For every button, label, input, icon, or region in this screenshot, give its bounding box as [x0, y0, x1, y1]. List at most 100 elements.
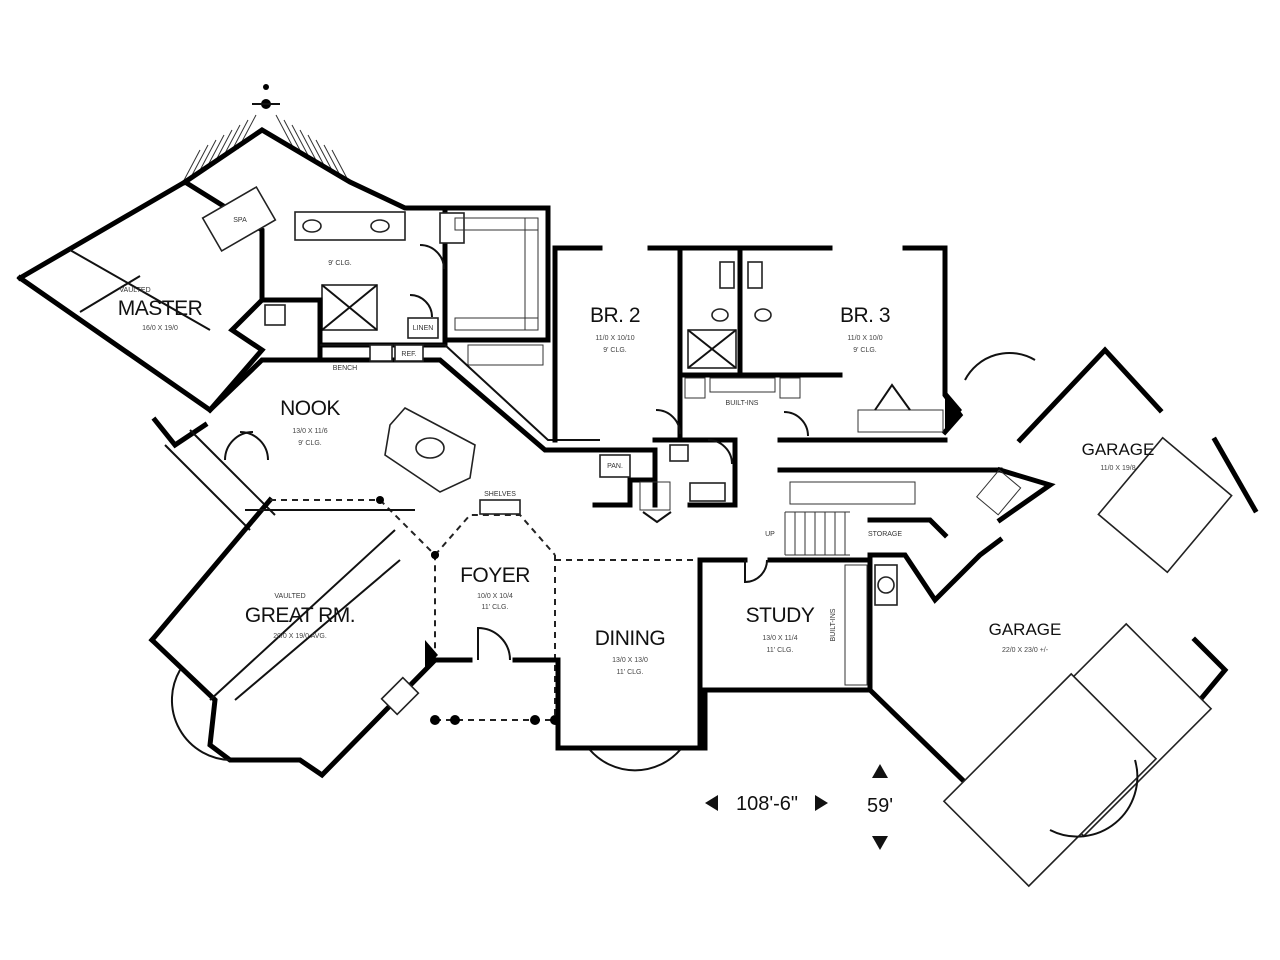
stairs-up-label: UP — [765, 531, 775, 538]
island-sink-icon — [415, 437, 445, 459]
linen-label: LINEN — [413, 325, 434, 332]
storage-shelf — [976, 469, 1022, 516]
master-bath: SPA 9' CLG. LINEN — [181, 127, 465, 348]
br2-ceiling: 9' CLG. — [603, 347, 627, 354]
width-arrow-right-icon — [815, 795, 828, 811]
bay-window-arc — [589, 749, 681, 772]
garage-lower: GARAGE 22/0 X 23/0 +/- — [866, 536, 1229, 888]
br3-room-dims: 11/0 X 10/0 — [847, 335, 882, 342]
pantry-label: PAN. — [607, 463, 623, 470]
door-swing — [707, 439, 733, 465]
door-swing — [239, 431, 269, 461]
sink-icon — [711, 308, 729, 322]
front-door[interactable] — [477, 626, 511, 661]
wall-corner — [425, 640, 438, 668]
shared-bath: BUILT-INS — [677, 245, 843, 437]
door-swing — [744, 559, 768, 584]
great-rm-room-dims: 20/0 X 19/0 AVG. — [273, 633, 327, 640]
nook-kitchen: REF. BENCH NOOK 13/0 X 11/6 9' CLG. — [164, 342, 658, 531]
door-swing — [655, 409, 681, 435]
garage-upper-dims: 11/0 X 19/8 — [1100, 465, 1135, 472]
spa-label: SPA — [233, 217, 247, 224]
master-closet — [151, 304, 286, 449]
walk-in-closet — [442, 205, 551, 366]
great-rm-room-label: GREAT RM. — [245, 604, 355, 627]
great-rm-vaulted-note: VAULTED — [274, 593, 305, 600]
br2-room-dims: 11/0 X 10/10 — [595, 335, 634, 342]
nook-room-label: NOOK — [280, 397, 340, 420]
closet-door-swing — [874, 383, 911, 411]
br3-ceiling: 9' CLG. — [853, 347, 877, 354]
bay-window-arc — [170, 669, 231, 761]
study-ceiling: 11' CLG. — [767, 647, 794, 654]
garage-lower-dims: 22/0 X 23/0 +/- — [1002, 647, 1049, 654]
foyer-room-label: FOYER — [460, 564, 530, 587]
parked-car — [1097, 436, 1233, 574]
master-room-dims: 16/0 X 19/0 — [142, 325, 178, 332]
door-swing — [642, 511, 672, 524]
depth-arrow-up-icon — [872, 764, 888, 778]
bedroom-2: BR. 2 11/0 X 10/10 9' CLG. — [552, 245, 683, 443]
nook-ceiling: 9' CLG. — [298, 440, 322, 447]
shelves-label: SHELVES — [484, 491, 516, 498]
dining-room-label: DINING — [595, 627, 666, 650]
depth-dimension: 59' — [867, 795, 893, 817]
door-swing — [783, 411, 809, 437]
foyer-ceiling: 11' CLG. — [482, 604, 509, 611]
door-swing — [964, 352, 1036, 381]
master-vaulted-note: VAULTED — [119, 287, 150, 294]
water-heater-icon — [877, 576, 895, 594]
toilet-icon — [747, 261, 763, 289]
br2-room-label: BR. 2 — [590, 304, 640, 327]
stairs — [784, 511, 850, 556]
closet-shelf — [264, 304, 286, 326]
overall-dimensions: 108'-6" 59' — [705, 764, 893, 850]
spa-tub — [201, 185, 277, 253]
sink-icon — [689, 482, 726, 502]
width-arrow-left-icon — [705, 795, 718, 811]
foyer: SHELVES FOYER 10/0 X 10/4 11' CLG. — [430, 491, 560, 725]
ref-label: REF. — [401, 351, 416, 358]
nook-room-dims: 13/0 X 11/6 — [292, 428, 327, 435]
sink-icon — [302, 219, 322, 233]
depth-arrow-down-icon — [872, 836, 888, 850]
fireplace-icon — [380, 676, 420, 716]
garage-door-arc — [1049, 759, 1139, 838]
bath-ceiling: 9' CLG. — [328, 260, 352, 267]
door-swing — [419, 244, 445, 270]
sink-icon — [370, 219, 390, 233]
closet-shelf — [857, 409, 944, 433]
wall-corner — [945, 390, 962, 430]
br3-room-label: BR. 3 — [840, 304, 890, 327]
garage-upper-label: GARAGE — [1082, 440, 1155, 459]
dining: DINING 13/0 X 13/0 11' CLG. — [555, 557, 703, 772]
width-dimension: 108'-6" — [736, 793, 798, 815]
door-swing — [224, 431, 254, 461]
refrigerator — [394, 344, 424, 362]
built-ins-label: BUILT-INS — [726, 400, 759, 407]
pantry-powder: PAN. — [592, 437, 738, 524]
dining-ceiling: 11' CLG. — [617, 669, 644, 676]
great-room: VAULTED GREAT RM. 20/0 X 19/0 AVG. — [148, 496, 439, 779]
study: BUILT-INS STUDY 13/0 X 11/4 11' CLG. — [697, 557, 873, 751]
garage-car-bay — [942, 672, 1158, 888]
dishwasher — [369, 344, 393, 362]
foyer-room-dims: 10/0 X 10/4 — [477, 593, 513, 600]
hall-stairs: UP STORAGE — [765, 467, 1003, 556]
linen-shelf — [407, 317, 439, 339]
dining-room-dims: 13/0 X 13/0 — [612, 657, 648, 664]
pantry-shelf — [599, 454, 631, 478]
storage-label: STORAGE — [868, 531, 902, 538]
sink-icon — [754, 308, 772, 322]
bedroom-3: BR. 3 11/0 X 10/0 9' CLG. — [777, 245, 964, 443]
built-in-shelves — [789, 481, 916, 505]
study-built-ins-label: BUILT-INS — [830, 608, 837, 641]
study-built-ins — [844, 564, 868, 686]
study-room-label: STUDY — [746, 604, 815, 627]
bench-label: BENCH — [333, 365, 358, 372]
study-room-dims: 13/0 X 11/4 — [762, 635, 797, 642]
garage-upper: GARAGE 11/0 X 19/8 — [964, 346, 1259, 574]
toilet-icon — [719, 261, 735, 289]
garage-lower-label: GARAGE — [989, 620, 1062, 639]
